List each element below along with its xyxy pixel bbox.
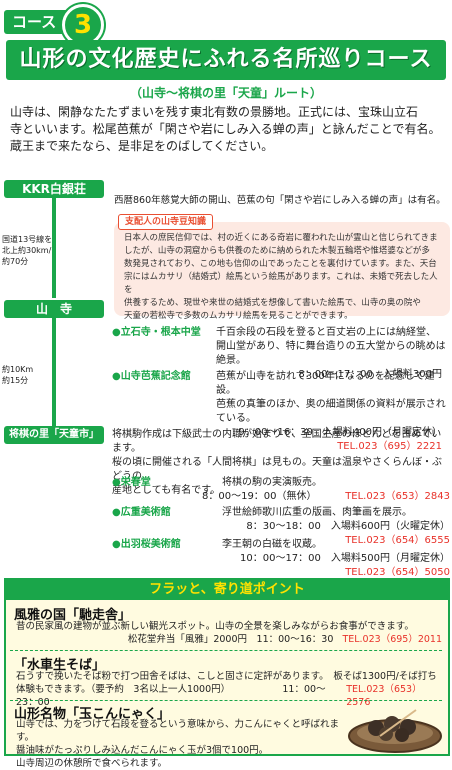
trivia-line: 天童の若松寺で多数のムカサリ絵馬を見ることができます。 xyxy=(124,311,353,321)
trivia-body: 日本人の庶民信仰では、村の近くにある奇岩に覆われた山が霊山と信じられてきま した… xyxy=(124,232,444,323)
spot-hours: 8：00〜19：00（無休） xyxy=(202,491,317,502)
intro-text: 山寺は、閑静なたたずまいを残す東北有数の景勝地。正式には、宝珠山立石 寺といいま… xyxy=(10,104,446,155)
spot-hours: 8：00〜17：00 入場料300円 xyxy=(298,369,442,380)
detour-item-tama-konnyaku: 山寺では、力をつけて石段を登るという意味から、力こんにゃくと呼ばれます。 醤油味… xyxy=(16,718,346,770)
station-tendo: 将棋の里「天童市」 xyxy=(4,426,104,444)
detour-body: 醤油味がたっぷりしみ込んだこんにゃく玉が3個で100円。 xyxy=(16,745,269,756)
spot-name: ●広重美術館 xyxy=(112,507,171,518)
page-subtitle: （山寺〜将棋の里「天童」ルート） xyxy=(129,86,322,100)
spot-basho-museum: ●山寺芭蕉記念館 芭蕉が山寺を訪れて300年になるのを記念して建設。 芭蕉の真筆… xyxy=(112,370,450,454)
spot-name: ●立石寺・根本中堂 xyxy=(112,327,201,338)
leg-text: 北上約30km/ xyxy=(2,246,52,255)
trivia-line: 宗にはムカサリ（結婚式）絵馬という絵馬があります。これは、未婚で死去した人を xyxy=(124,272,438,295)
station-kkr-shiroganeso: KKR白銀荘 xyxy=(4,180,104,198)
route-line xyxy=(52,318,56,426)
detour-body: 山寺周辺の休憩所で食べられます。 xyxy=(16,758,168,769)
trivia-box xyxy=(114,222,450,316)
detour-body: 山寺では、力をつけて石段を登るという意味から、力こんにゃくと呼ばれます。 xyxy=(16,719,340,743)
spot-desc: 開山堂があり、特に舞台造りの五大堂からの眺めは絶景。 xyxy=(216,341,446,366)
spot-desc: 将棋の駒の実演販売。 xyxy=(222,477,322,488)
intro-line: 蔵王まで来たなら、是非足をのばしてください。 xyxy=(10,139,274,153)
spot-desc: 芭蕉が山寺を訪れて300年になるのを記念して建設。 xyxy=(216,371,435,396)
spot-risshakuji: ●立石寺・根本中堂 千百余段の石段を登ると百丈岩の上には納経堂、 開山堂があり、… xyxy=(112,326,450,382)
spot-name: ●栄春堂 xyxy=(112,477,151,488)
spot-hours: 8：30〜18：00 入場料600円（火曜定休） xyxy=(246,521,450,532)
divider xyxy=(10,650,442,651)
detour-body: 昔の民家風の建物が並ぶ新しい観光スポット。山寺の全景を楽しみながらお食事ができま… xyxy=(16,621,414,632)
title-band: 山形の文化歴史にふれる名所巡りコース xyxy=(6,40,446,80)
route-leg-2: 約10Km 約15分 xyxy=(2,364,54,386)
detour-heading: フラッと、寄り道ポイント xyxy=(149,582,305,597)
detour-item-suisha-soba: 石うすで挽いたそば粉で打つ田舎そばは、こしと固さに定評があります。 板そば130… xyxy=(16,670,442,709)
spot-desc: 芭蕉の真筆のほか、奥の細道関係の資料が展示されている。 xyxy=(216,399,446,424)
detour-title-suisha-soba: 「水車生そば」 xyxy=(14,658,106,673)
spot-tel: TEL.023（654）6555 xyxy=(345,535,450,546)
leg-text: 約70分 xyxy=(2,257,29,266)
spot-desc: 浮世絵師歌川広重の版画、肉筆画を展示。 xyxy=(222,507,412,518)
spot-desc: 李王朝の白磁を収蔵。 xyxy=(222,539,322,550)
course-tag: コース 3 xyxy=(4,4,108,46)
route-line xyxy=(52,196,56,298)
spot-eishundo: ●栄春堂 将棋の駒の実演販売。 8：00〜19：00（無休） TEL.023（6… xyxy=(112,476,450,504)
spot-hiroshige-museum: ●広重美術館 浮世絵師歌川広重の版画、肉筆画を展示。 8：30〜18：00 入場… xyxy=(112,506,450,548)
detour-heading-band: フラッと、寄り道ポイント xyxy=(6,580,448,600)
page-title: 山形の文化歴史にふれる名所巡りコース xyxy=(19,47,433,72)
konnyaku-plate-illustration xyxy=(348,709,442,753)
intro-line: 山寺は、閑静なたたずまいを残す東北有数の景勝地。正式には、宝珠山立石 xyxy=(10,105,419,119)
detour-tel: TEL.023（695）2011 xyxy=(342,634,442,645)
tendo-intro: 将棋駒作成は下級武士の内職が始まりで、全国生産のほとんどを占めています。 桜の頃… xyxy=(112,428,450,498)
detour-detail: 体験もできます。（要予約 3名以上一人1000円） 11：00〜23：00 xyxy=(16,684,326,708)
leg-text: 国道13号線を xyxy=(2,235,53,244)
tendo-intro-line: 将棋駒作成は下級武士の内職が始まりで、全国生産のほとんどを占めています。 xyxy=(112,429,442,454)
spot-name: ●山寺芭蕉記念館 xyxy=(112,371,191,382)
spot-dewazakura-museum: ●出羽桜美術館 李王朝の白磁を収蔵。 10：00〜17：00 入場料500円（月… xyxy=(112,538,450,580)
trivia-line: 数発見されており、この地も信仰の山であったことを裏付けています。また、天台 xyxy=(124,259,437,269)
detour-item-chisosha: 昔の民家風の建物が並ぶ新しい観光スポット。山寺の全景を楽しみながらお食事ができま… xyxy=(16,620,442,646)
spot-tel: TEL.023（695）2221 xyxy=(337,441,442,452)
trivia-line: 供養するため、現世や来世の結婚式を想像して書いた絵馬で、山寺の奥の院や xyxy=(124,298,421,308)
detour-title-chisosha: 風雅の国「馳走舎」 xyxy=(14,608,132,623)
leg-text: 約15分 xyxy=(2,376,29,385)
spot-hours: 9：00〜16：30 入場料400円（月曜定休） xyxy=(238,427,442,438)
spot-name: ●出羽桜美術館 xyxy=(112,539,181,550)
spot-hours: 10：00〜17：00 入場料500円（月曜定休） xyxy=(240,553,450,564)
detour-detail: 松花堂弁当「風雅」2000円 11：00〜16：30 xyxy=(127,634,334,645)
spot-tel: TEL.023（654）5050 xyxy=(345,567,450,578)
trivia-title: 支配人の山寺豆知識 xyxy=(118,214,214,230)
detour-title-tama-konnyaku: 山形名物「玉こんにゃく」 xyxy=(14,707,171,722)
trivia-line: 日本人の庶民信仰では、村の近くにある奇岩に覆われた山が霊山と信じられてきま xyxy=(124,233,438,243)
detour-body: 石うすで挽いたそば粉で打つ田舎そばは、こしと固さに定評があります。 板そば130… xyxy=(16,671,437,682)
divider xyxy=(10,700,442,701)
tendo-intro-line: 桜の頃に開催される「人間将棋」は見もの。天童は温泉やさくらんぼ・ぶどうの xyxy=(112,457,442,482)
station-yamadera: 山 寺 xyxy=(4,300,104,318)
spot-desc: 千百余段の石段を登ると百丈岩の上には納経堂、 xyxy=(216,327,436,338)
leg-text: 約10Km xyxy=(2,365,34,374)
detour-tel: TEL.023（653）2576 xyxy=(346,684,422,708)
yamadera-history: 西暦860年慈覚大師の開山、芭蕉の句「閑さや岩にしみ入る蝉の声」は有名。 xyxy=(114,195,446,206)
tendo-intro-line: 産地としても有名です。 xyxy=(112,485,221,496)
intro-line: 寺といいます。松尾芭蕉が「閑さや岩にしみ入る蝉の声」と詠んだことで有名。 xyxy=(10,122,441,136)
route-leg-1: 国道13号線を 北上約30km/ 約70分 xyxy=(2,234,54,267)
spot-tel: TEL.023（653）2843 xyxy=(345,491,450,502)
trivia-line: したが、山寺の洞窟からも供養のために納められた木製五輪塔や惟塔婆などが多 xyxy=(124,246,430,256)
